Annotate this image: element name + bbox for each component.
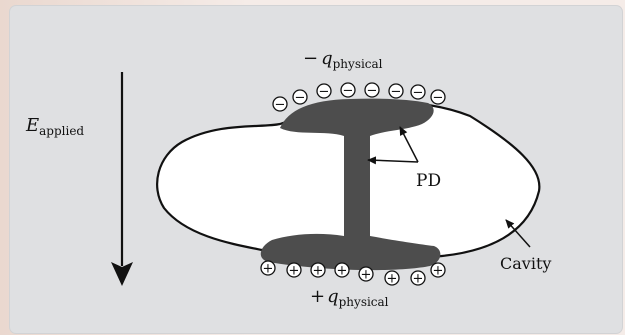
negative-charge-symbol: − <box>275 98 286 113</box>
positive-charge-symbol: + <box>413 272 424 287</box>
cavity-label: Cavity <box>500 254 551 273</box>
pd-label: PD <box>416 171 441 191</box>
positive-charge-symbol: + <box>433 264 444 279</box>
positive-charge-symbol: + <box>337 264 348 279</box>
negative-charge-symbol: − <box>343 84 354 99</box>
negative-charge-symbol: − <box>391 85 402 100</box>
negative-charge-symbol: − <box>295 91 306 106</box>
positive-charge-symbol: + <box>289 264 300 279</box>
positive-charge-symbol: + <box>387 272 398 287</box>
negative-charge-symbol: − <box>319 85 330 100</box>
positive-charge-symbol: + <box>313 264 324 279</box>
applied-field-arrow <box>111 72 133 286</box>
positive-charge-symbol: + <box>361 268 372 283</box>
positive-charge-label: +qphysical <box>310 286 389 309</box>
negative-charge-label: −qphysical <box>303 48 383 71</box>
applied-field-label: Eapplied <box>25 115 84 138</box>
negative-charge-symbol: − <box>367 84 378 99</box>
positive-charge-symbol: + <box>263 262 274 277</box>
negative-charge-symbol: − <box>433 91 444 106</box>
negative-charge-symbol: − <box>413 86 424 101</box>
